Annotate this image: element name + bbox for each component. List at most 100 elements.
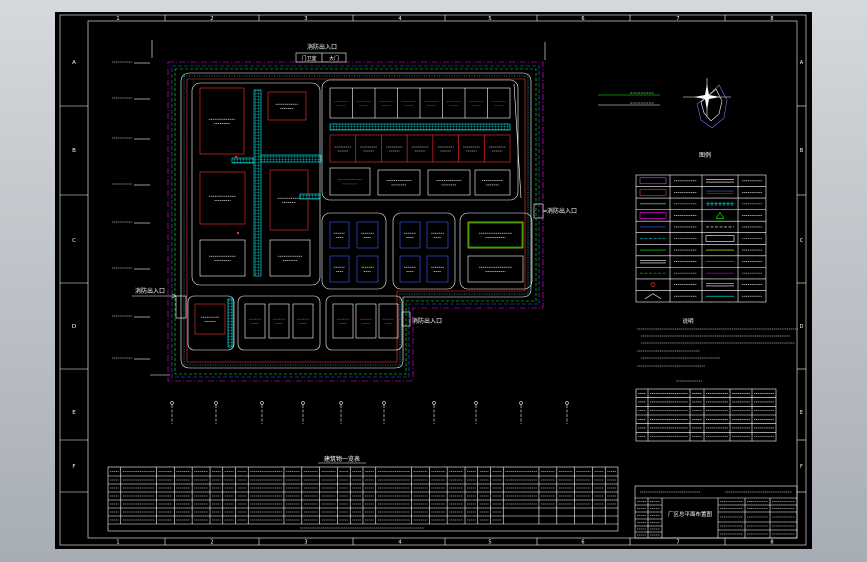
slope-line xyxy=(513,83,522,199)
row-label: C xyxy=(72,238,76,244)
top-entrance-label: 消防出入口 xyxy=(307,43,337,51)
legend-table xyxy=(635,174,767,303)
legend-entries xyxy=(636,175,766,302)
arrow-icon xyxy=(171,293,177,299)
building-tank-2 xyxy=(356,221,379,249)
hydrant-icon xyxy=(236,231,240,235)
arrow-icon xyxy=(542,209,548,213)
block-road-outline xyxy=(321,212,387,290)
building-east-4 xyxy=(474,169,511,196)
wind-rose-inner xyxy=(700,88,723,122)
legend-symbol xyxy=(705,235,735,242)
south-block-middle xyxy=(237,295,321,351)
building-south-5 xyxy=(355,303,377,339)
column-label: 6 xyxy=(581,16,584,22)
axis-bubble xyxy=(339,401,343,405)
axis-bubble xyxy=(214,401,218,405)
row-labels-left: A B C D E F xyxy=(72,60,76,470)
building-schedule: 建筑物一览表 xyxy=(107,455,619,532)
building-east-1 xyxy=(329,167,371,196)
drawing-title: 厂区总平面布置图 xyxy=(668,510,713,518)
building-utility-1-inner xyxy=(468,222,523,248)
fence-line xyxy=(174,68,537,375)
title-block: 厂区总平面布置图 xyxy=(634,485,798,539)
building-utility-2 xyxy=(467,255,524,283)
west-production-block xyxy=(191,82,322,286)
column-label: 8 xyxy=(770,539,773,545)
column-labels-top: 1 2 3 4 5 6 7 8 xyxy=(116,16,773,22)
axis-bubble xyxy=(565,401,569,405)
wind-rose-icon xyxy=(696,84,728,129)
main-gate-area: 消防出入口 门卫室 大门 xyxy=(295,43,347,63)
legend-symbol xyxy=(715,211,725,219)
pipe-rack xyxy=(329,123,511,131)
economic-table-grid xyxy=(635,380,777,442)
site-axis-marks xyxy=(112,40,569,424)
building-tank-3 xyxy=(329,255,350,283)
column-label: 8 xyxy=(770,16,773,22)
corridor-horizontal xyxy=(260,154,322,163)
frame-division-ticks xyxy=(60,15,806,545)
building-tank-5 xyxy=(399,221,421,249)
building-row-middle xyxy=(329,134,511,163)
column-label: 2 xyxy=(210,539,213,545)
building-tank-6 xyxy=(426,221,449,249)
outer-frame xyxy=(59,14,807,546)
west-entrance: 消防出入口 xyxy=(132,287,177,299)
drawing-sheet xyxy=(55,12,812,549)
notes-text xyxy=(637,328,798,367)
row-label: F xyxy=(72,464,75,470)
column-label: 7 xyxy=(676,16,679,22)
drain-line xyxy=(186,78,526,363)
row-label: D xyxy=(72,324,76,330)
corridor-branch xyxy=(231,157,255,164)
southeast-entrance: 消防出入口 xyxy=(401,311,442,327)
tank-farm-block-1 xyxy=(321,212,387,290)
utility-block xyxy=(459,212,533,290)
column-label: 3 xyxy=(304,16,307,22)
row-label: C xyxy=(800,238,804,244)
block-road-outline xyxy=(459,212,533,290)
legend-symbol xyxy=(639,189,667,196)
legend-title: 图例 xyxy=(699,151,711,159)
block-road-outline xyxy=(187,295,235,351)
guard-room-label: 门卫室 xyxy=(301,55,316,62)
column-label: 2 xyxy=(210,16,213,22)
axis-bubble xyxy=(170,401,174,405)
building-raw-material-warehouse xyxy=(199,87,245,155)
wind-indicator xyxy=(598,78,731,129)
column-label: 6 xyxy=(581,539,584,545)
building-east-2 xyxy=(377,169,421,196)
building-south-3 xyxy=(292,303,314,339)
schedule-cells xyxy=(108,467,618,529)
pipe-line xyxy=(183,75,529,366)
title-block-cells xyxy=(635,491,797,538)
column-label: 1 xyxy=(116,539,119,545)
building-workshop-2 xyxy=(199,171,246,225)
block-road-outline xyxy=(321,79,519,201)
southeast-entrance-label: 消防出入口 xyxy=(412,317,442,325)
building-storage-1 xyxy=(199,239,246,277)
column-label: 7 xyxy=(676,539,679,545)
southeast-gate-box xyxy=(401,311,411,327)
legend-panel: 图例 xyxy=(635,151,767,303)
block-road-outline xyxy=(392,212,456,290)
legend-symbol xyxy=(650,282,656,287)
column-label: 5 xyxy=(488,539,491,545)
row-label: E xyxy=(800,410,803,416)
corridor-branch xyxy=(299,193,321,200)
east-entrance: 消防出入口 xyxy=(533,203,577,219)
column-labels-bottom: 1 2 3 4 5 6 7 8 xyxy=(116,539,773,545)
building-storage-2 xyxy=(269,239,311,277)
column-label: 3 xyxy=(304,539,307,545)
east-entrance-label: 消防出入口 xyxy=(547,207,577,215)
column-label: 5 xyxy=(488,16,491,22)
building-tank-1 xyxy=(329,221,350,249)
building-workshop-1 xyxy=(267,91,307,121)
building-utility-1 xyxy=(467,221,524,249)
row-label: B xyxy=(72,148,76,154)
building-office xyxy=(194,303,226,335)
row-label: D xyxy=(800,324,804,330)
tank-farm-block-2 xyxy=(392,212,456,290)
